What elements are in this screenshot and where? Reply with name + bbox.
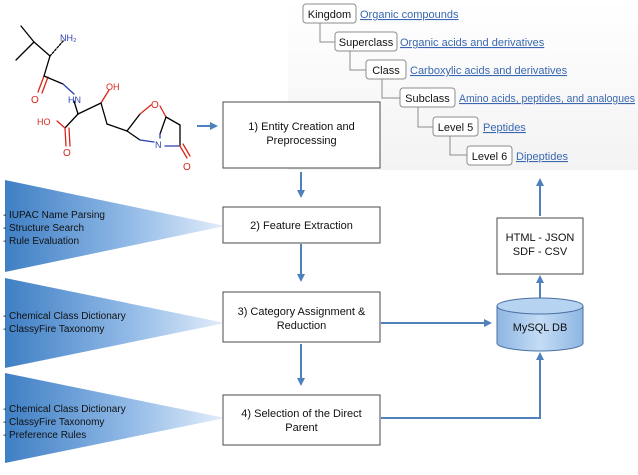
mysql-database: MySQL DB xyxy=(496,297,584,352)
step-label-line2: Parent xyxy=(285,422,317,434)
atom-o-acid: O xyxy=(63,148,71,159)
atom-nh2: NH₂ xyxy=(60,33,77,43)
taxonomy-node-2: Class Carboxylic acids and derivatives xyxy=(365,59,568,80)
svg-text:-: - xyxy=(3,210,6,221)
step-label-line2: Reduction xyxy=(277,320,327,332)
database-label: MySQL DB xyxy=(513,322,568,334)
input-funnel-2: Chemical Class Dictionary ClassyFire Tax… xyxy=(5,278,225,368)
step-box-1: 1) Entity Creation and Preprocessing xyxy=(222,101,381,169)
step-frame xyxy=(222,394,381,446)
input-item: Structure Search xyxy=(9,223,84,234)
step-label-line1: 2) Feature Extraction xyxy=(250,220,353,232)
taxonomy-level-box xyxy=(365,59,407,80)
molecule-atom-labels: NH₂ O HN OH HO O O N O xyxy=(31,33,191,173)
step-label-line1: 3) Category Assignment & xyxy=(238,306,366,318)
taxonomy-value-link[interactable]: Organic acids and derivatives xyxy=(400,37,545,49)
taxonomy-level-label: Level 6 xyxy=(472,151,507,163)
taxonomy-value-link[interactable]: Amino acids, peptides, and analogues xyxy=(459,93,635,105)
molecule-structure xyxy=(15,25,191,159)
taxonomy-value-link[interactable]: Carboxylic acids and derivatives xyxy=(410,65,568,77)
formats-line1: HTML - JSON xyxy=(506,232,575,244)
taxonomy-level-box xyxy=(432,116,479,137)
svg-text:-: - xyxy=(3,430,6,441)
taxonomy-node-5: Level 6 Dipeptides xyxy=(466,145,568,166)
step-label-line1: 1) Entity Creation and xyxy=(248,121,354,133)
step-box-3: 3) Category Assignment & Reduction xyxy=(222,291,381,343)
atom-hn: HN xyxy=(68,95,81,105)
output-formats-box: HTML - JSON SDF - CSV xyxy=(496,217,584,275)
taxonomy-level-box xyxy=(399,87,456,108)
atom-o-ring: O xyxy=(151,100,159,111)
input-item: ClassyFire Taxonomy xyxy=(9,324,104,335)
svg-text:-: - xyxy=(3,311,6,322)
step-box-4: 4) Selection of the Direct Parent xyxy=(222,394,381,446)
taxonomy-node-4: Level 5 Peptides xyxy=(432,116,526,137)
flow-arrows xyxy=(197,122,544,419)
input-item: Chemical Class Dictionary xyxy=(9,404,126,415)
atom-n-ring: N xyxy=(155,140,162,150)
atom-oh: OH xyxy=(106,82,120,92)
step-label-line1: 4) Selection of the Direct xyxy=(241,408,361,420)
taxonomy-level-label: Level 5 xyxy=(438,122,473,134)
taxonomy-value-link[interactable]: Peptides xyxy=(483,122,526,134)
taxonomy-level-label: Subclass xyxy=(405,93,450,105)
taxonomy-value-link[interactable]: Dipeptides xyxy=(516,151,568,163)
input-funnel-3: Chemical Class Dictionary ClassyFire Tax… xyxy=(5,373,225,463)
svg-text:-: - xyxy=(3,236,6,247)
step-frame xyxy=(222,101,381,169)
taxonomy-level-label: Kingdom xyxy=(308,9,351,21)
svg-text:-: - xyxy=(3,417,6,428)
database-icon xyxy=(496,297,584,315)
svg-text:-: - xyxy=(3,404,6,415)
atom-o-lactam: O xyxy=(183,162,191,173)
input-item: Preference Rules xyxy=(9,430,86,441)
arrow-step4-to-db xyxy=(381,352,544,419)
atom-ho: HO xyxy=(37,117,51,127)
funnel-shape xyxy=(5,278,225,368)
taxonomy-level-label: Superclass xyxy=(339,37,394,49)
formats-line2: SDF - CSV xyxy=(513,246,568,258)
input-item: Chemical Class Dictionary xyxy=(9,311,126,322)
step-frame xyxy=(222,291,381,343)
formats-frame xyxy=(496,217,584,275)
taxonomy-level-box xyxy=(466,145,513,166)
step-box-2: 2) Feature Extraction xyxy=(222,206,381,244)
taxonomy-level-box xyxy=(302,3,357,24)
taxonomy-level-box xyxy=(334,31,398,52)
step-frame xyxy=(222,206,381,244)
input-funnel-1: IUPAC Name Parsing Structure Search Rule… xyxy=(5,180,225,272)
step-label-line2: Preprocessing xyxy=(266,135,336,147)
atom-o-amide: O xyxy=(31,95,39,106)
input-item: IUPAC Name Parsing xyxy=(9,210,105,221)
input-item: Rule Evaluation xyxy=(9,236,79,247)
taxonomy-connectors xyxy=(319,23,467,156)
taxonomy-node-1: Superclass Organic acids and derivatives xyxy=(334,31,545,52)
svg-text:-: - xyxy=(3,223,6,234)
input-item: ClassyFire Taxonomy xyxy=(9,417,104,428)
funnel-shape xyxy=(5,180,225,272)
taxonomy-level-label: Class xyxy=(372,65,400,77)
taxonomy-value-link[interactable]: Organic compounds xyxy=(360,9,459,21)
taxonomy-node-0: Kingdom Organic compounds xyxy=(302,3,459,24)
funnel-shape xyxy=(5,373,225,463)
taxonomy-node-3: Subclass Amino acids, peptides, and anal… xyxy=(399,87,635,108)
svg-text:-: - xyxy=(3,324,6,335)
input-bullets: - - - - - - - - xyxy=(3,210,6,441)
